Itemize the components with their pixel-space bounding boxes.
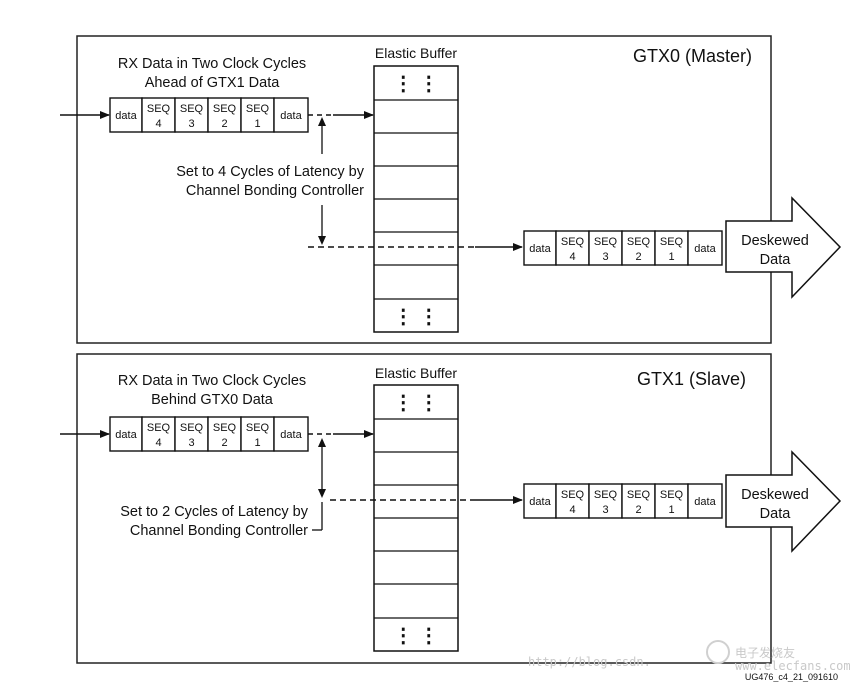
seq-cell <box>654 230 689 266</box>
seq-cell <box>555 483 590 519</box>
rx-label-line2: Ahead of GTX1 Data <box>145 75 281 91</box>
elastic-buffer: ⋮ ⋮ ⋮ ⋮ <box>373 65 459 333</box>
seq-cell-label: SEQ <box>561 489 585 501</box>
seq-cell-number: 3 <box>602 504 608 516</box>
elastic-buffer-label: Elastic Buffer <box>375 45 458 61</box>
seq-cell <box>621 230 656 266</box>
seq-cell-label: SEQ <box>627 489 651 501</box>
seq-cell-label: SEQ <box>213 422 237 434</box>
seq-cell <box>588 230 623 266</box>
data-cell <box>273 416 309 452</box>
watermark-logo: 电子发烧友 www.elecfans.com <box>706 640 850 673</box>
seq-cell-number: 3 <box>188 118 194 130</box>
elastic-buffer: ⋮ ⋮ ⋮ ⋮ <box>373 384 459 652</box>
seq-cell-number: 2 <box>635 251 641 263</box>
seq-cell-label: SEQ <box>180 103 204 115</box>
seq-cell-label: SEQ <box>660 236 684 248</box>
seq-cell-number: 1 <box>254 437 260 449</box>
panel-border <box>76 35 772 344</box>
seq-cell-label: SEQ <box>246 422 270 434</box>
seq-cell <box>207 416 242 452</box>
output-data-stream: data SEQ 4 SEQ 3 SEQ 2 SEQ 1 data <box>523 230 723 266</box>
rx-label-line1: RX Data in Two Clock Cycles <box>118 56 306 72</box>
latency-arrowhead-down <box>318 489 326 498</box>
data-cell-text: data <box>694 496 716 508</box>
rx-label-line1: RX Data in Two Clock Cycles <box>118 373 306 389</box>
figure-id: UG476_c4_21_091610 <box>745 672 838 682</box>
data-cell-text: data <box>280 429 302 441</box>
seq-cell-number: 2 <box>221 437 227 449</box>
input-data-stream: data SEQ 4 SEQ 3 SEQ 2 SEQ 1 data <box>109 416 309 452</box>
output-label-line1: Deskewed <box>741 233 809 249</box>
data-cell <box>687 230 723 266</box>
watermark-url: http://blog.csdn. <box>528 655 651 669</box>
seq-cell-label: SEQ <box>246 103 270 115</box>
seq-cell-number: 1 <box>668 504 674 516</box>
latency-label-line1: Set to 2 Cycles of Latency by <box>120 504 309 520</box>
seq-cell-label: SEQ <box>594 236 618 248</box>
panel-gtx0-master: GTX0 (Master) RX Data in Two Clock Cycle… <box>60 35 842 344</box>
buffer-ellipsis-top: ⋮ ⋮ <box>393 73 439 95</box>
seq-cell-label: SEQ <box>627 236 651 248</box>
data-cell-text: data <box>115 429 137 441</box>
seq-cell-number: 4 <box>569 504 575 516</box>
seq-cell-label: SEQ <box>561 236 585 248</box>
latency-arrowhead-down <box>318 236 326 245</box>
seq-cell-number: 4 <box>155 118 161 130</box>
output-label-line2: Data <box>760 506 792 522</box>
seq-cell-number: 3 <box>188 437 194 449</box>
latency-label-line1: Set to 4 Cycles of Latency by <box>176 164 365 180</box>
output-label-line2: Data <box>760 252 792 268</box>
panel-title: GTX0 (Master) <box>633 46 752 66</box>
latency-label-line2: Channel Bonding Controller <box>186 183 364 199</box>
seq-cell-number: 2 <box>635 504 641 516</box>
seq-cell-number: 2 <box>221 118 227 130</box>
data-cell-text: data <box>280 110 302 122</box>
seq-cell <box>207 97 242 133</box>
latency-arrowhead-up <box>318 438 326 447</box>
seq-cell <box>174 416 209 452</box>
data-cell-text: data <box>529 496 551 508</box>
seq-cell-number: 4 <box>569 251 575 263</box>
panel-title: GTX1 (Slave) <box>637 369 746 389</box>
seq-cell-number: 1 <box>254 118 260 130</box>
seq-cell-label: SEQ <box>180 422 204 434</box>
data-cell-text: data <box>694 243 716 255</box>
seq-cell-label: SEQ <box>213 103 237 115</box>
seq-cell <box>555 230 590 266</box>
seq-cell-number: 4 <box>155 437 161 449</box>
panel-gtx1-slave: GTX1 (Slave) RX Data in Two Clock Cycles… <box>60 353 842 664</box>
output-data-stream: data SEQ 4 SEQ 3 SEQ 2 SEQ 1 data <box>523 483 723 519</box>
data-cell-text: data <box>115 110 137 122</box>
latency-arrowhead-up <box>318 117 326 126</box>
seq-cell <box>240 416 275 452</box>
buffer-ellipsis-bottom: ⋮ ⋮ <box>393 306 439 328</box>
seq-cell-label: SEQ <box>147 103 171 115</box>
seq-cell <box>588 483 623 519</box>
seq-cell-label: SEQ <box>147 422 171 434</box>
buffer-ellipsis-top: ⋮ ⋮ <box>393 392 439 414</box>
seq-cell <box>621 483 656 519</box>
seq-cell-label: SEQ <box>594 489 618 501</box>
data-cell <box>523 230 557 266</box>
deskewed-output-arrow <box>725 450 842 553</box>
elastic-buffer-label: Elastic Buffer <box>375 365 458 381</box>
watermark-site: www.elecfans.com <box>735 659 850 673</box>
input-data-stream: data SEQ 4 SEQ 3 SEQ 2 SEQ 1 data <box>109 97 309 133</box>
seq-cell-label: SEQ <box>660 489 684 501</box>
seq-cell <box>174 97 209 133</box>
output-label-line1: Deskewed <box>741 487 809 503</box>
data-cell <box>273 97 309 133</box>
data-cell <box>687 483 723 519</box>
deskewed-output-arrow <box>725 196 842 299</box>
latency-label-line2: Channel Bonding Controller <box>130 523 308 539</box>
buffer-ellipsis-bottom: ⋮ ⋮ <box>393 625 439 647</box>
seq-cell-number: 3 <box>602 251 608 263</box>
watermark-logo-text: 电子发烧友 <box>735 645 795 660</box>
seq-cell-number: 1 <box>668 251 674 263</box>
data-cell-text: data <box>529 243 551 255</box>
data-cell <box>109 97 143 133</box>
rx-label-line2: Behind GTX0 Data <box>151 392 274 408</box>
